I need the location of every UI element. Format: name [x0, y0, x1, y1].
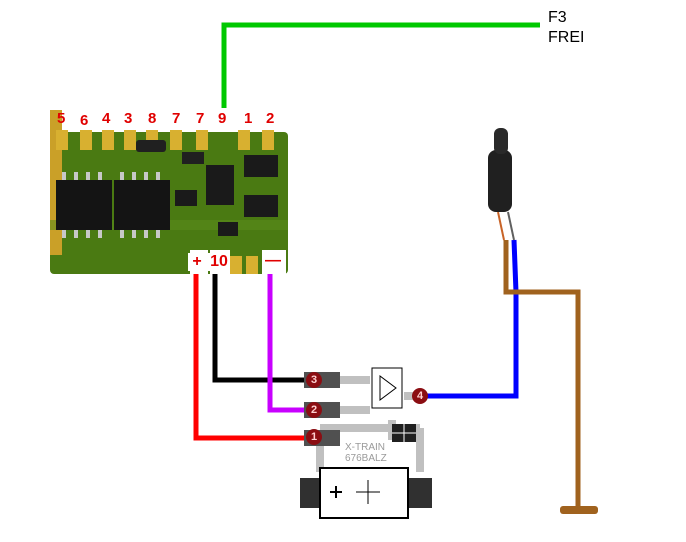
- pin-label-6: 6: [80, 112, 89, 129]
- pad-label-plus: +: [188, 253, 206, 271]
- pin-label-3: 3: [124, 110, 133, 127]
- decoder-board: [50, 108, 288, 274]
- pad-label-minus: —: [262, 252, 284, 270]
- function-output-label: F3 FREI: [548, 8, 584, 48]
- pin-label-7b: 7: [196, 110, 205, 127]
- xtrain-line2: 676BALZ: [345, 453, 387, 464]
- pin-label-2: 2: [266, 110, 275, 127]
- connection-marker-3: 3: [306, 372, 322, 388]
- xtrain-board-label: X-TRAIN 676BALZ: [345, 442, 387, 464]
- led-icon: [488, 128, 515, 241]
- red-wire: [193, 274, 312, 441]
- pin-label-5: 5: [57, 110, 66, 127]
- green-wire: [221, 22, 540, 110]
- connection-marker-2: 2: [306, 402, 322, 418]
- blue-wire: [420, 239, 519, 399]
- pin-label-1: 1: [244, 110, 253, 127]
- function-state: FREI: [548, 29, 585, 46]
- brown-wire: [503, 240, 581, 510]
- connection-marker-1: 1: [306, 429, 322, 445]
- pin-label-4: 4: [102, 110, 111, 127]
- pin-label-8: 8: [148, 110, 157, 127]
- connection-marker-4: 4: [412, 388, 428, 404]
- purple-wire: [267, 274, 312, 413]
- black-wire: [212, 274, 312, 383]
- pin-label-9: 9: [218, 110, 227, 127]
- pad-label-10: 10: [208, 253, 230, 271]
- xtrain-line1: X-TRAIN: [345, 442, 385, 453]
- xtrain-components: [300, 367, 432, 519]
- function-name: F3: [548, 9, 567, 26]
- pin-label-7: 7: [172, 110, 181, 127]
- ground-symbol: [560, 506, 598, 514]
